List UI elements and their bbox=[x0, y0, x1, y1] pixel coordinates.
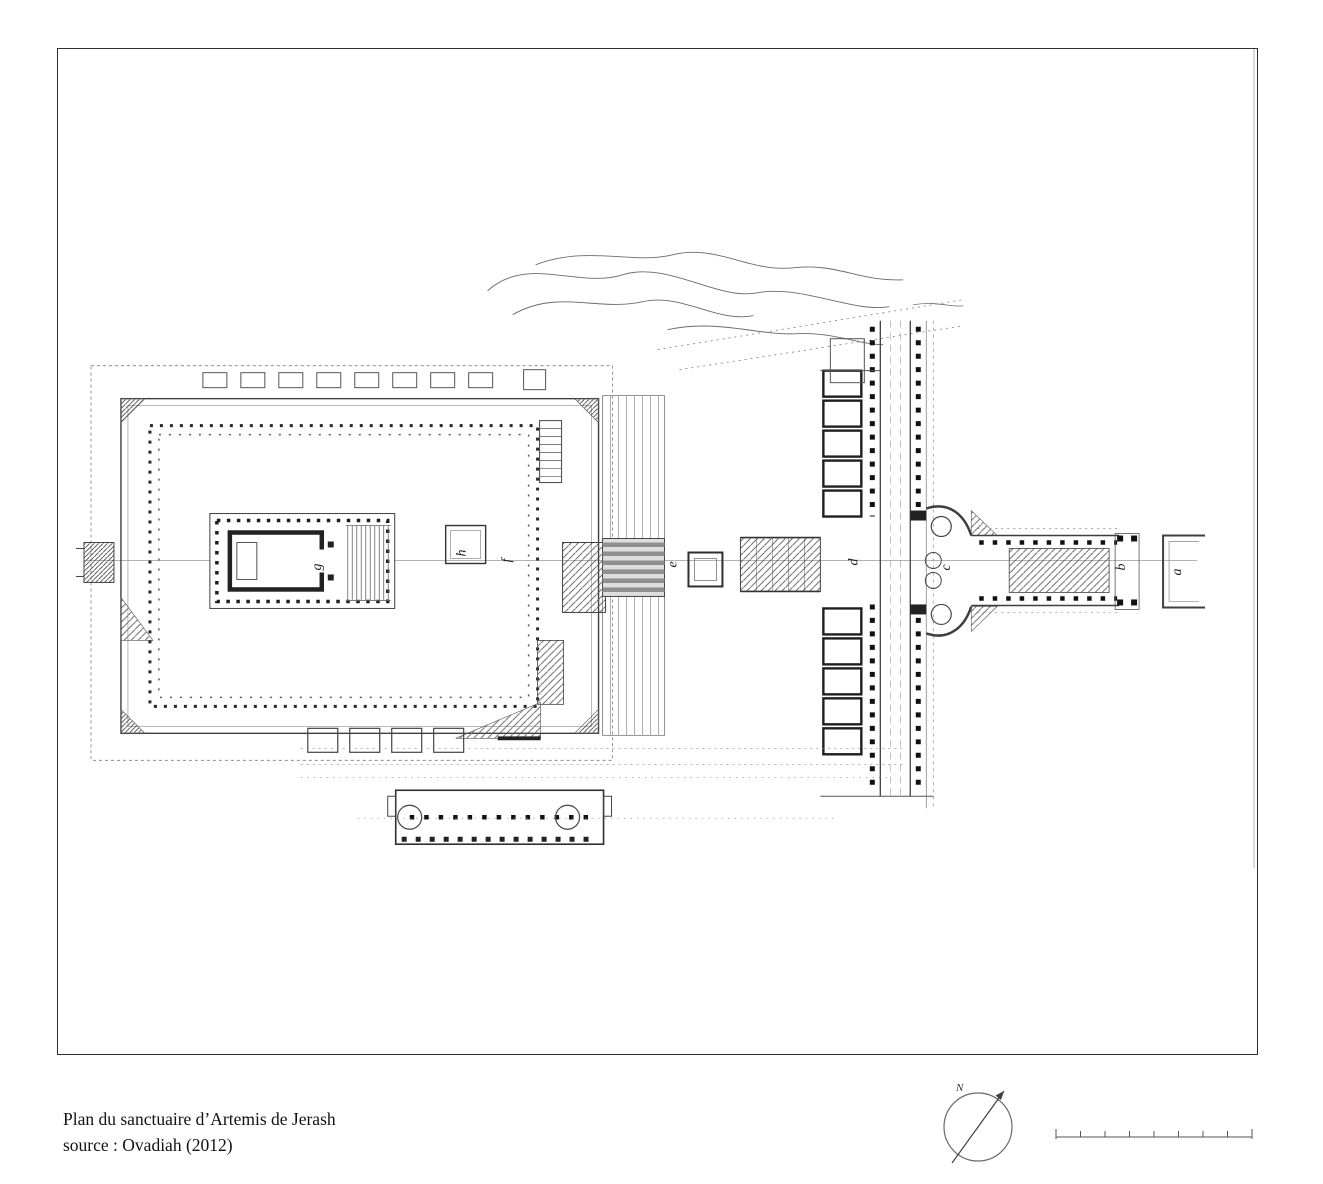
portico-colonnade bbox=[148, 424, 540, 708]
scale-bar-ticks bbox=[1055, 1129, 1253, 1139]
processional-stair bbox=[739, 536, 821, 593]
plan-label-e: e bbox=[665, 561, 680, 567]
north-arrow-drawing: N bbox=[943, 1082, 1013, 1164]
temenos-outer-boundary bbox=[90, 365, 613, 761]
east-portico-stairs bbox=[537, 420, 607, 705]
compass-needle bbox=[951, 1090, 1005, 1164]
terrace-stairs bbox=[602, 395, 665, 736]
scale-bar-drawing bbox=[1055, 1129, 1253, 1139]
cardo-street bbox=[820, 320, 934, 809]
plan-label-f: f bbox=[500, 556, 515, 562]
north-arrow: N bbox=[926, 1073, 1036, 1183]
street-shops bbox=[822, 338, 865, 756]
caption: Plan du sanctuaire d’Artemis de Jerash s… bbox=[63, 1106, 336, 1158]
altar-structure-h bbox=[444, 524, 487, 565]
plan-label-g: g bbox=[310, 563, 325, 570]
scale-bar bbox=[1052, 1122, 1257, 1150]
south-church-building bbox=[387, 789, 613, 846]
south-annex-rooms bbox=[307, 701, 541, 753]
plan-frame: g h f e d c b a bbox=[57, 48, 1258, 1055]
compass-arrowhead bbox=[995, 1091, 1004, 1100]
plan-letters: g h f e d c b a bbox=[310, 549, 1185, 575]
caption-source: source : Ovadiah (2012) bbox=[63, 1135, 233, 1155]
caption-title: Plan du sanctuaire d’Artemis de Jerash bbox=[63, 1109, 336, 1129]
temple-stairs bbox=[345, 525, 391, 601]
plan-label-h: h bbox=[455, 549, 470, 556]
wadi-contours bbox=[487, 251, 964, 371]
site-plan-drawing: g h f e d c b a bbox=[75, 49, 1255, 869]
terminal-structure-a bbox=[1162, 534, 1206, 609]
bridge-stair bbox=[971, 528, 1120, 613]
construction-lines bbox=[300, 748, 903, 819]
plan-label-a: a bbox=[1170, 568, 1185, 575]
west-gate bbox=[75, 542, 115, 583]
plan-label-b: b bbox=[1114, 563, 1129, 570]
east-gate-b bbox=[1114, 533, 1140, 610]
wall-buttress-hatches bbox=[120, 398, 599, 734]
altar-structure-e bbox=[687, 551, 724, 588]
compass-circle bbox=[943, 1092, 1013, 1162]
north-exedrae-row bbox=[202, 369, 547, 391]
plan-label-d: d bbox=[846, 557, 861, 565]
plan-label-c: c bbox=[939, 563, 954, 570]
compass-north-label: N bbox=[955, 1082, 964, 1094]
temple bbox=[209, 513, 396, 609]
